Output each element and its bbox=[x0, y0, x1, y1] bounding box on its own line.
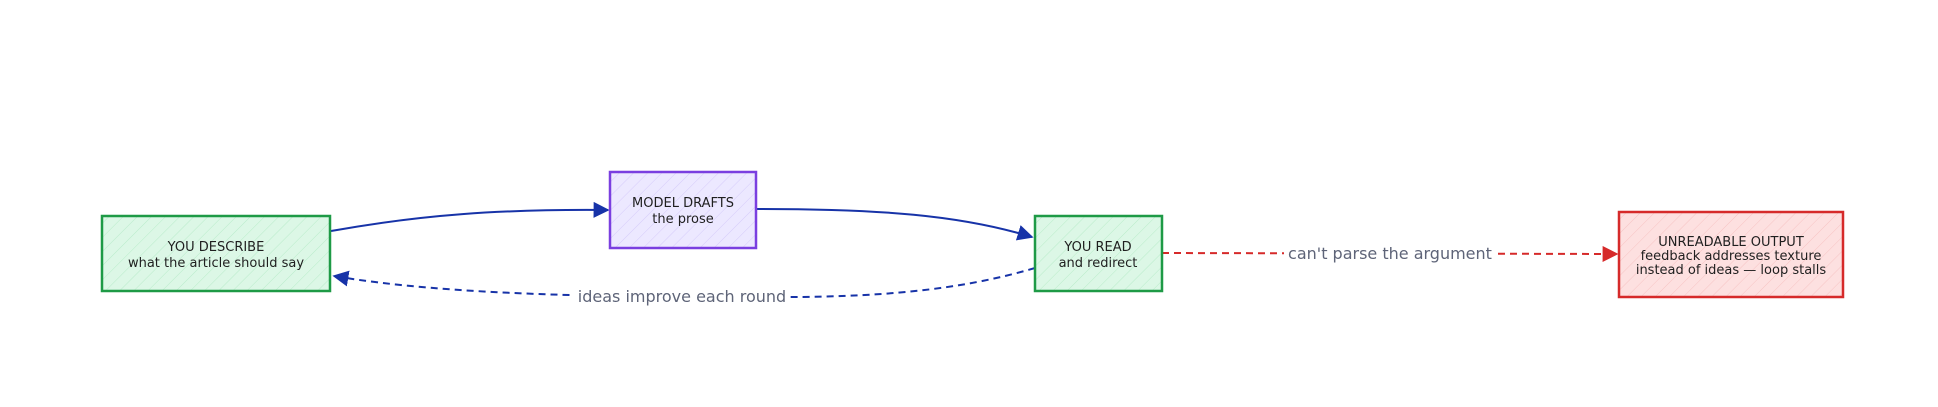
loop-label-background bbox=[574, 287, 790, 307]
node-you-read: YOU READ and redirect bbox=[1033, 214, 1164, 293]
node-unreadable-output-line3: instead of ideas — loop stalls bbox=[1636, 263, 1827, 278]
fail-label-background bbox=[1284, 243, 1496, 263]
edge-describe-to-drafts bbox=[330, 201, 610, 232]
node-you-describe: YOU DESCRIBE what the article should say bbox=[100, 214, 332, 293]
loop-edge-label: ideas improve each round bbox=[578, 287, 786, 306]
edge-read-to-unreadable bbox=[1161, 245, 1619, 262]
node-unreadable-output-title: UNREADABLE OUTPUT bbox=[1658, 235, 1804, 250]
node-you-describe-title: YOU DESCRIBE bbox=[167, 240, 265, 255]
node-model-drafts-title: MODEL DRAFTS bbox=[632, 196, 734, 211]
node-unreadable-output-line2: feedback addresses texture bbox=[1641, 249, 1822, 264]
node-you-read-subtitle: and redirect bbox=[1059, 256, 1138, 271]
node-model-drafts: MODEL DRAFTS the prose bbox=[608, 170, 758, 250]
node-unreadable-output: UNREADABLE OUTPUT feedback addresses tex… bbox=[1617, 210, 1845, 299]
node-you-read-title: YOU READ bbox=[1063, 240, 1131, 255]
edge-read-to-describe-loop bbox=[332, 267, 1036, 299]
node-model-drafts-subtitle: the prose bbox=[652, 212, 714, 227]
fail-edge-label: can't parse the argument bbox=[1288, 244, 1492, 263]
edge-drafts-to-read bbox=[756, 208, 1034, 241]
node-you-describe-subtitle: what the article should say bbox=[128, 256, 304, 271]
